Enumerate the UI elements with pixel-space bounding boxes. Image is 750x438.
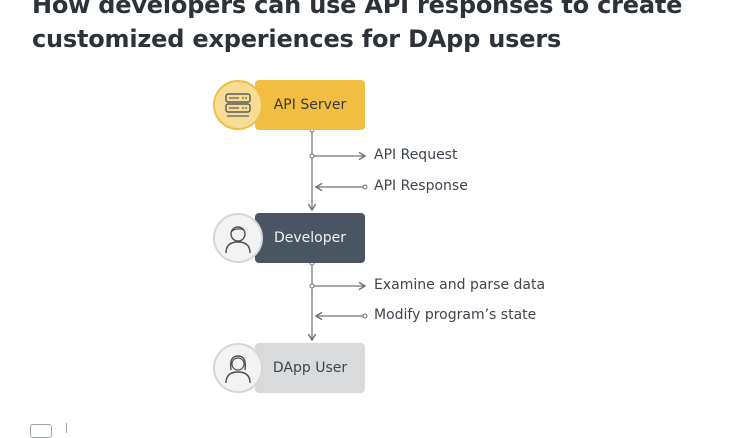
node-dapp-user: DApp User bbox=[255, 343, 365, 393]
developer-badge bbox=[213, 213, 263, 263]
server-icon bbox=[225, 93, 251, 117]
edge-label-modify-state: Modify program’s state bbox=[374, 307, 537, 323]
dapp-user-badge bbox=[213, 343, 263, 393]
diagram-title: How developers can use API responses to … bbox=[32, 0, 683, 53]
edge-label-api-request: API Request bbox=[374, 147, 458, 163]
node-developer: Developer bbox=[255, 213, 365, 263]
edge-label-examine-parse: Examine and parse data bbox=[374, 277, 546, 293]
brand-logo-icon bbox=[30, 424, 52, 438]
node-api-server: API Server bbox=[255, 80, 365, 130]
node-label: API Server bbox=[273, 97, 347, 113]
person-icon bbox=[225, 226, 251, 254]
logo-divider bbox=[66, 423, 67, 433]
server-badge bbox=[213, 80, 263, 130]
edge-label-api-response: API Response bbox=[374, 178, 468, 194]
node-label: Developer bbox=[273, 230, 346, 246]
person-female-icon bbox=[225, 355, 251, 384]
node-label: DApp User bbox=[272, 360, 348, 376]
